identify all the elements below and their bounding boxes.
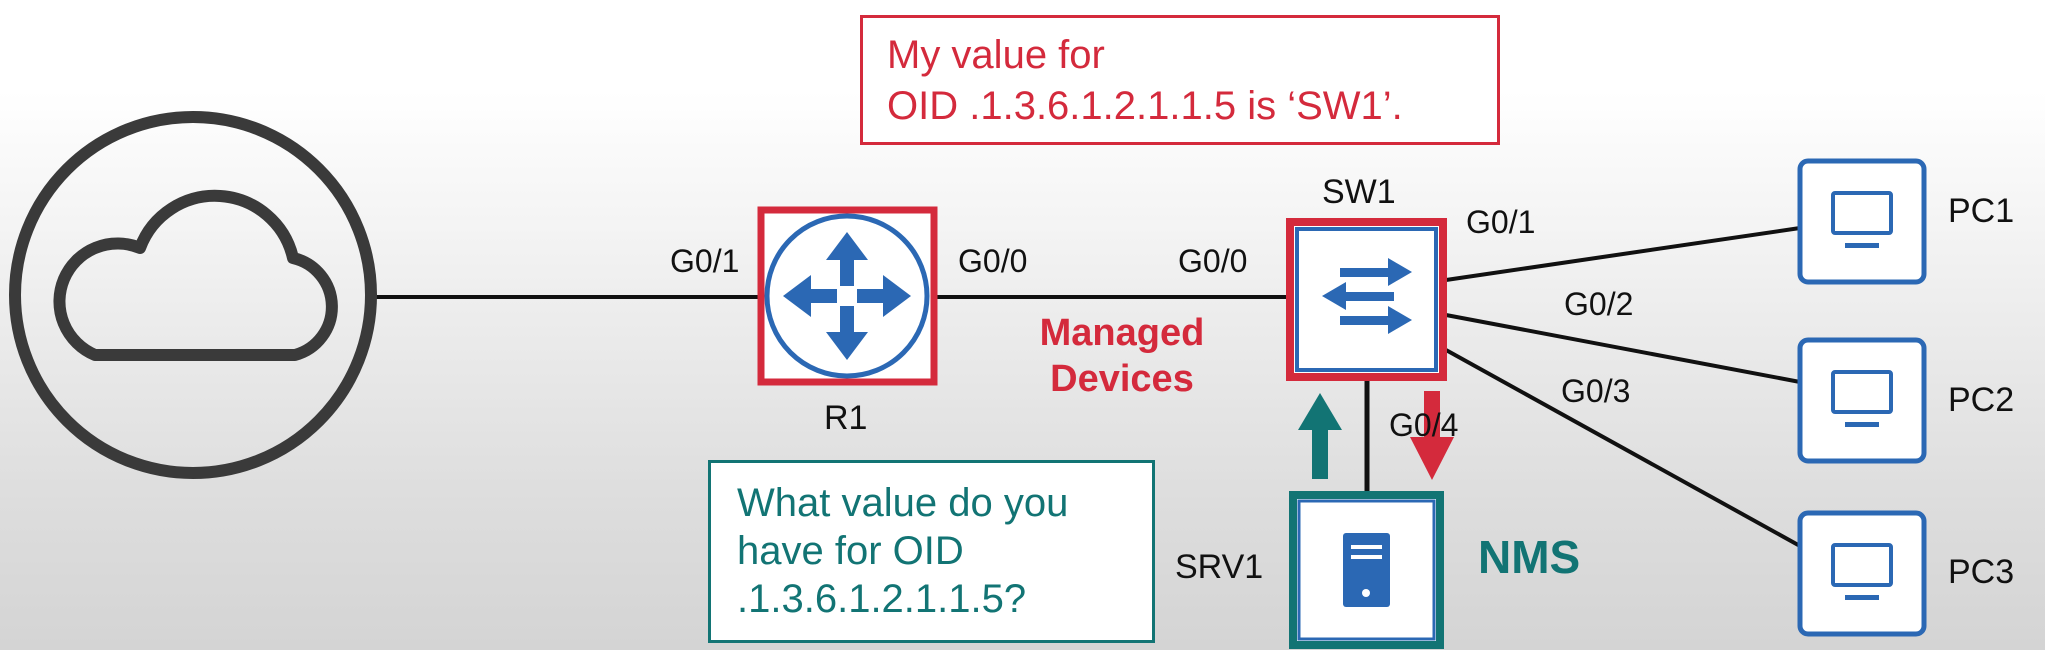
srv1-label: SRV1 [1175,548,1264,586]
pc2-icon [1797,337,1927,464]
link-sw1-pc3 [1445,348,1801,548]
switch-icon [1286,218,1447,381]
sw1-g0-4-label: G0/4 [1389,407,1459,443]
managed-devices-line-1: Managed [1039,312,1205,354]
pc3-icon [1797,510,1927,637]
request-line-3: .1.3.6.1.2.1.1.5? [737,577,1027,621]
snmp-response-arrow-down-icon [1410,391,1454,480]
response-line-2: OID .1.3.6.1.2.1.1.5 is ‘SW1’. [887,84,1403,128]
sw1-g0-1-label: G0/1 [1466,204,1536,240]
pc2-label: PC2 [1948,381,2015,419]
request-line-1: What value do you [737,481,1069,525]
link-sw1-pc2 [1445,313,1801,384]
snmp-get-request-callout: What value do you have for OID .1.3.6.1.… [708,460,1155,643]
sw1-g0-0-label: G0/0 [1178,243,1248,279]
link-sw1-pc1 [1445,226,1801,282]
server-icon [1289,491,1444,649]
snmp-get-arrow-up-icon [1298,393,1342,479]
r1-g0-1-label: G0/1 [670,243,740,279]
managed-devices-line-2: Devices [1050,358,1194,400]
response-line-1: My value for [887,33,1105,77]
pc1-label: PC1 [1948,192,2015,230]
cloud-icon [9,111,377,479]
pc1-icon [1797,158,1927,285]
sw1-g0-3-label: G0/3 [1561,373,1631,409]
managed-devices-label: Managed Devices [1022,310,1222,402]
request-line-2: have for OID [737,529,964,573]
r1-label: R1 [824,399,868,437]
sw1-label: SW1 [1322,173,1396,211]
sw1-g0-2-label: G0/2 [1564,286,1634,322]
snmp-response-callout: My value for OID .1.3.6.1.2.1.1.5 is ‘SW… [860,15,1500,145]
nms-label: NMS [1478,531,1581,583]
router-icon [757,206,938,386]
r1-g0-0-label: G0/0 [958,243,1028,279]
pc3-label: PC3 [1948,553,2015,591]
